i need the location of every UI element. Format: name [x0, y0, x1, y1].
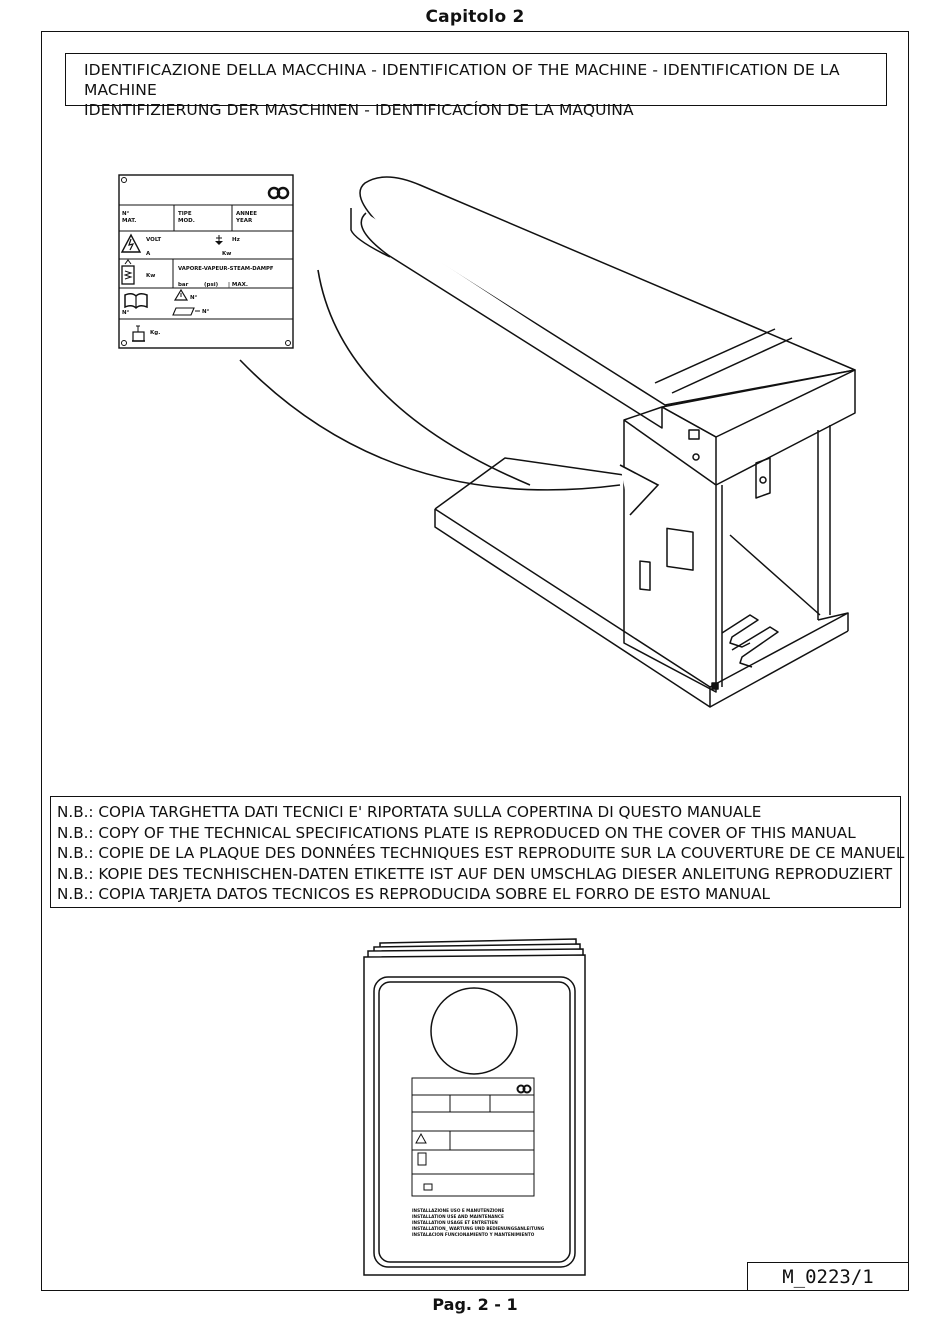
plate-max: | MAX.: [228, 282, 248, 288]
plate-n-label: N°: [122, 211, 130, 217]
fuse-icon: [172, 307, 200, 316]
cover-line-4: INSTALLATION_ WARTUNG UND BEDIENUNGSANLE…: [412, 1226, 545, 1231]
plate-year-label: YEAR: [235, 218, 253, 224]
cover-line-2: INSTALLATION USE AND MAINTENANCE: [412, 1214, 504, 1219]
weight-icon: [132, 325, 145, 342]
plate-kg: Kg.: [150, 330, 160, 336]
cover-line-3: INSTALLATION USAGE ET ENTRETIEN: [412, 1220, 498, 1225]
chapter-heading: Capitolo 2: [425, 7, 525, 27]
brand-logo-icon: [267, 186, 290, 200]
plate-bar: bar: [178, 282, 189, 288]
ground-symbol-icon: [215, 235, 223, 245]
note-es: N.B.: COPIA TARJETA DATOS TECNICOS ES RE…: [57, 885, 771, 903]
cover-text-block: INSTALLAZIONE USO E MANUTENZIONE INSTALL…: [412, 1208, 545, 1237]
plate-type-label: TIPE: [178, 211, 192, 217]
warning-triangle-icon: [173, 288, 189, 301]
plate-amp: A: [146, 251, 151, 257]
plate-volt: VOLT: [146, 237, 161, 243]
page-number: Pag. 2 - 1: [432, 1295, 518, 1314]
cover-line-5: INSTALACION FUNCIONAMIENTO Y MANTENIMIEN…: [412, 1232, 535, 1237]
plate-n1: N°: [190, 295, 198, 301]
identification-plate: N° MAT. TIPE MOD. ANNEE YEAR VOLT Hz A K…: [118, 174, 294, 349]
page-frame: [41, 31, 909, 1291]
plate-annee-label: ANNEE: [236, 211, 257, 217]
cover-line-1: INSTALLAZIONE USO E MANUTENZIONE: [412, 1208, 504, 1213]
note-en: N.B.: COPY OF THE TECHNICAL SPECIFICATIO…: [57, 823, 856, 842]
machine-illustration: [239, 176, 856, 708]
title-line-1: IDENTIFICAZIONE DELLA MACCHINA - IDENTIF…: [84, 61, 840, 99]
note-de: N.B.: KOPIE DES TECNHISCHEN-DATEN ETIKET…: [57, 864, 893, 883]
title-line-2: IDENTIFIZIERUNG DER MASCHINEN - IDENTIFI…: [84, 101, 634, 119]
plate-kw2: Kw: [146, 273, 155, 279]
manual-book-icon: [124, 292, 148, 310]
plate-psi: (psi): [204, 282, 219, 288]
note-it: N.B.: COPIA TARGHETTA DATI TECNICI E' RI…: [57, 803, 762, 821]
electrical-warning-icon: [120, 233, 142, 253]
plate-n3: N°: [202, 309, 210, 315]
manual-cover-illustration: INSTALLAZIONE USO E MANUTENZIONE INSTALL…: [363, 938, 586, 1276]
plate-n2: N°: [122, 310, 130, 316]
plate-mat-label: MAT.: [122, 218, 136, 224]
notes-box: N.B.: COPIA TARGHETTA DATI TECNICI E' RI…: [50, 796, 905, 908]
plate-steam: VAPORE-VAPEUR-STEAM-DAMPF: [178, 266, 274, 272]
document-code: M_0223/1: [747, 1262, 909, 1291]
plate-hz: Hz: [232, 237, 240, 243]
boiler-icon: [121, 259, 135, 285]
plate-kw: Kw: [222, 251, 231, 257]
title-box: IDENTIFICAZIONE DELLA MACCHINA - IDENTIF…: [65, 53, 887, 119]
note-fr: N.B.: COPIE DE LA PLAQUE DES DONNÉES TEC…: [57, 844, 905, 862]
plate-mod-label: MOD.: [178, 218, 195, 224]
